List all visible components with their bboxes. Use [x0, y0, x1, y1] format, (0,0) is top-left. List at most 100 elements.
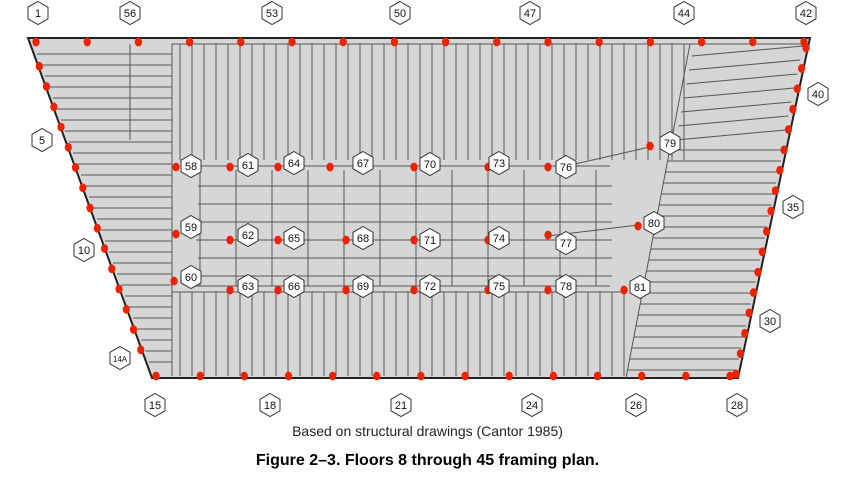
column-tag-hexagon [144, 392, 166, 418]
core-column-tag-79: 79 [659, 130, 681, 156]
perimeter-column-dot [122, 304, 130, 314]
core-column-tag-73: 73 [488, 150, 510, 176]
perimeter-column-dot [417, 371, 425, 381]
column-tag-label: 76 [560, 162, 572, 174]
perimeter-column-dot [771, 186, 780, 196]
column-tag-label: 56 [124, 8, 136, 20]
perimeter-column-dot [780, 145, 788, 155]
perimeter-column-dot [493, 37, 501, 47]
column-tag-label: 68 [357, 233, 369, 245]
column-tag-hexagon [419, 227, 441, 253]
column-tag-label: 77 [560, 238, 572, 250]
perimeter-column-tag-24: 24 [521, 392, 543, 418]
perimeter-column-dot [42, 82, 51, 91]
column-tag-label: 28 [731, 400, 743, 412]
perimeter-column-tag-26: 26 [625, 392, 647, 418]
right-bay-diagonal [691, 45, 804, 57]
perimeter-column-tag-14A: 14A [109, 345, 131, 371]
column-tag-hexagon [237, 222, 259, 248]
perimeter-column-dot [284, 371, 293, 381]
core-column-dot [620, 285, 628, 295]
column-tag-hexagon [261, 0, 283, 26]
core-column-tag-81: 81 [629, 274, 651, 300]
core-column-dot [172, 162, 180, 172]
perimeter-column-dot [50, 102, 58, 112]
column-tag-hexagon [27, 0, 49, 26]
perimeter-column-dot [129, 325, 138, 334]
core-column-dot [226, 162, 234, 172]
core-column-tag-61: 61 [237, 152, 259, 178]
right-bay-diagonal [681, 101, 792, 113]
perimeter-column-dot [57, 122, 65, 132]
core-column-dot [170, 276, 178, 286]
column-tag-hexagon [109, 345, 131, 371]
perimeter-column-dot [186, 37, 194, 47]
perimeter-column-dot [505, 371, 513, 381]
column-tag-label: 24 [526, 400, 538, 412]
core-column-tag-80: 80 [643, 210, 665, 236]
core-column-dot [274, 235, 282, 245]
core-column-tag-78: 78 [555, 273, 577, 299]
column-tag-label: 40 [812, 89, 824, 101]
core-column-tag-71: 71 [419, 227, 441, 253]
perimeter-column-tag-53: 53 [261, 0, 283, 26]
perimeter-column-dot [237, 37, 245, 47]
core-column-dot [410, 162, 418, 172]
core-column-tag-67: 67 [352, 150, 374, 176]
column-tag-label: 70 [424, 159, 436, 171]
perimeter-column-dot [789, 104, 797, 114]
core-column-tag-60: 60 [180, 264, 202, 290]
column-tag-hexagon [259, 392, 281, 418]
perimeter-column-dot [442, 37, 450, 47]
core-column-tag-77: 77 [555, 230, 577, 256]
column-tag-label: 5 [39, 135, 45, 147]
right-bay-edge-beam [625, 43, 691, 379]
column-tag-hexagon [419, 151, 441, 177]
column-tag-label: 30 [764, 316, 776, 328]
perimeter-column-dot [100, 244, 109, 253]
perimeter-column-dot [749, 37, 757, 47]
core-column-tag-76: 76 [555, 154, 577, 180]
core-corner-beam [565, 145, 655, 167]
core-column-tag-59: 59 [180, 214, 202, 240]
perimeter-column-tag-40: 40 [807, 81, 829, 107]
column-tag-label: 21 [395, 400, 407, 412]
column-tag-hexagon [521, 392, 543, 418]
column-tag-hexagon [555, 154, 577, 180]
column-tag-label: 15 [149, 400, 161, 412]
column-tag-hexagon [555, 273, 577, 299]
core-column-dot [410, 285, 418, 295]
column-tag-label: 42 [800, 8, 812, 20]
perimeter-column-dot [115, 284, 123, 294]
column-tag-label: 10 [78, 245, 90, 257]
core-column-dot [544, 230, 552, 240]
perimeter-column-dot [763, 227, 771, 236]
perimeter-column-dot [638, 371, 646, 381]
column-tag-label: 26 [630, 400, 642, 412]
perimeter-column-dot [329, 371, 337, 381]
column-tag-label: 67 [357, 158, 369, 170]
perimeter-column-dot [108, 264, 116, 274]
perimeter-column-tag-28: 28 [726, 392, 748, 418]
column-tag-hexagon [283, 225, 305, 251]
column-tag-label: 75 [493, 281, 505, 293]
column-tag-hexagon [389, 0, 411, 26]
perimeter-column-dot [741, 328, 749, 338]
framing-lines-layer [36, 43, 810, 379]
core-column-tag-66: 66 [283, 273, 305, 299]
column-tag-hexagon [180, 153, 202, 179]
perimeter-column-dot [86, 203, 94, 213]
column-tag-label: 50 [394, 8, 406, 20]
core-column-dot [326, 162, 334, 172]
perimeter-column-tag-1: 1 [27, 0, 49, 26]
column-tag-label: 35 [787, 202, 799, 214]
right-bay-diagonal [683, 87, 795, 99]
column-tag-label: 1 [35, 8, 41, 20]
column-tag-label: 61 [242, 160, 254, 172]
perimeter-column-dot [698, 37, 706, 47]
column-tag-label: 64 [288, 158, 300, 170]
column-tag-hexagon [555, 230, 577, 256]
source-credit: Based on structural drawings (Cantor 198… [292, 423, 563, 439]
column-tag-label: 14A [113, 355, 128, 364]
column-tag-label: 80 [648, 218, 660, 230]
